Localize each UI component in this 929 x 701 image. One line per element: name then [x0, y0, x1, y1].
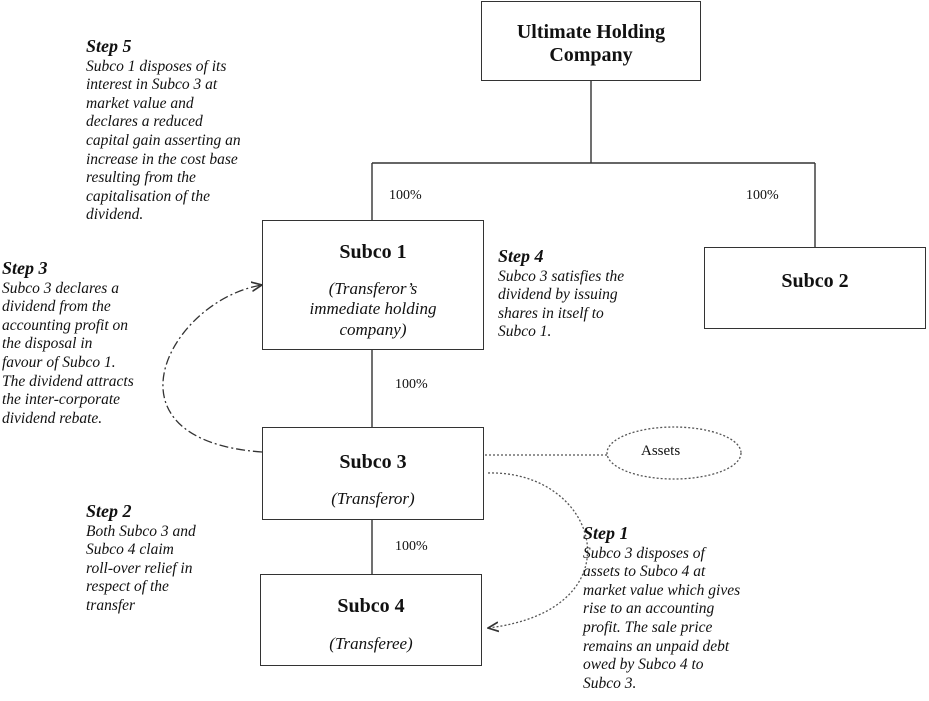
step3-dividend-arrow: [162, 285, 262, 453]
subco3-box: Subco 3 (Transferor): [262, 427, 484, 520]
ultimate-holding-company-title: Ultimate Holding Company: [516, 21, 666, 66]
subco4-box: Subco 4 (Transferee): [260, 574, 482, 666]
ownership-pct-subco4: 100%: [395, 539, 428, 554]
subco1-title: Subco 1: [339, 241, 407, 263]
subco4-title: Subco 4: [337, 595, 405, 617]
ownership-pct-subco1: 100%: [389, 188, 422, 203]
step-3-title: Step 3: [2, 258, 48, 278]
step-2-text: Both Subco 3 and Subco 4 claim roll-over…: [86, 522, 196, 614]
step-5-annotation: Step 5 Subco 1 disposes of its interest …: [86, 36, 241, 225]
step-5-title: Step 5: [86, 36, 132, 56]
step1-transfer-arrow: [488, 472, 589, 628]
step-1-annotation: Step 1 Subco 3 disposes of assets to Sub…: [583, 523, 740, 693]
subco2-title: Subco 2: [781, 270, 849, 292]
ownership-pct-subco2: 100%: [746, 188, 779, 203]
step-4-title: Step 4: [498, 246, 544, 266]
step-2-title: Step 2: [86, 501, 132, 521]
subco3-subtitle: (Transferor): [331, 489, 415, 508]
step-4-annotation: Step 4 Subco 3 satisfies the dividend by…: [498, 246, 624, 342]
assets-ellipse: [606, 426, 742, 480]
step-3-text: Subco 3 declares a dividend from the acc…: [2, 279, 134, 427]
ownership-pct-subco3: 100%: [395, 377, 428, 392]
assets-label: Assets: [641, 443, 681, 459]
step-1-title: Step 1: [583, 523, 629, 543]
subco4-subtitle: (Transferee): [329, 634, 413, 653]
subco2-box: Subco 2: [704, 247, 926, 329]
step-4-text: Subco 3 satisfies the dividend by issuin…: [498, 267, 625, 341]
step-1-text: Subco 3 disposes of assets to Subco 4 at…: [583, 544, 741, 692]
step-5-text: Subco 1 disposes of its interest in Subc…: [86, 57, 241, 224]
subco1-subtitle: (Transferor’s immediate holding company): [309, 279, 437, 339]
ultimate-holding-company-box: Ultimate Holding Company: [481, 1, 701, 81]
subco1-box: Subco 1 (Transferor’s immediate holding …: [262, 220, 484, 350]
subco3-title: Subco 3: [339, 451, 407, 473]
step-3-annotation: Step 3 Subco 3 declares a dividend from …: [2, 258, 134, 428]
step-2-annotation: Step 2 Both Subco 3 and Subco 4 claim ro…: [86, 501, 196, 616]
